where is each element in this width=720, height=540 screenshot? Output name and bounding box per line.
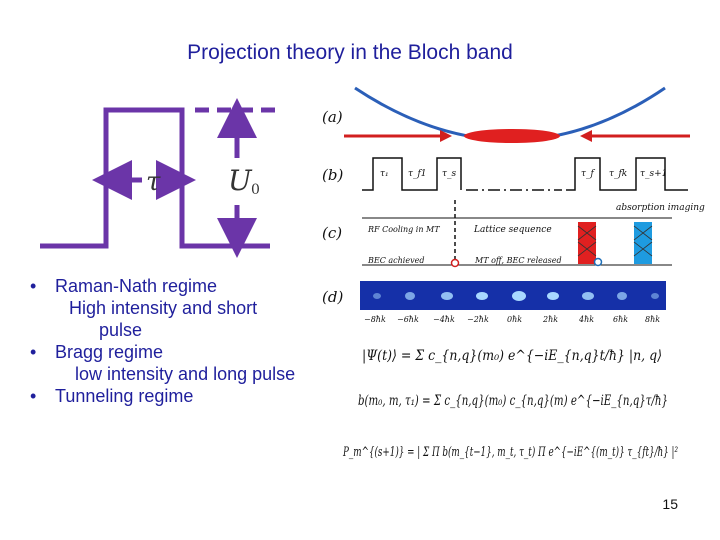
k-label-1: −8ħk xyxy=(364,315,386,324)
panel-a-label: (a) xyxy=(322,108,343,126)
bullet-tunneling: • Tunneling regime xyxy=(30,385,330,407)
equation-overlap: b(m₀, m, τ₁) = Σ c_{n,q}(m₀) c_{n,q}(m) … xyxy=(358,393,668,409)
stage-lattice: Lattice sequence xyxy=(473,225,552,235)
pulse-label-4: τ_f xyxy=(581,169,595,179)
bec-cloud xyxy=(464,129,560,143)
equation-probability: P_m^{(s+1)} = | Σ Π b(m_{t−1}, m_t, τ_t)… xyxy=(342,445,678,460)
momentum-peaks xyxy=(373,291,659,301)
panel-b-label: (b) xyxy=(322,166,343,184)
bullet-marker: • xyxy=(30,386,37,406)
panel-c: (c) RF Cooling in MT Lattice sequence BE… xyxy=(322,200,672,268)
bullet-label: Bragg regime xyxy=(55,342,164,362)
k-label-2: −6ħk xyxy=(397,315,419,324)
depth-label: U xyxy=(228,164,253,197)
imaging-block xyxy=(634,222,652,264)
bullet-label: Tunneling regime xyxy=(55,386,194,406)
bullet-marker: • xyxy=(30,342,37,362)
slide-title: Projection theory in the Bloch band xyxy=(187,41,513,64)
pulse-label-3: τ_s xyxy=(442,169,456,179)
k-label-3: −4ħk xyxy=(433,315,455,324)
pulse-sequence xyxy=(362,157,462,191)
bullet-label: Raman-Nath regime xyxy=(55,276,218,296)
panel-d-label: (d) xyxy=(322,288,343,306)
k-label-4: −2ħk xyxy=(467,315,489,324)
pulse-label-1: τ₁ xyxy=(380,169,389,179)
stage-cooling: RF Cooling in MT xyxy=(367,225,440,234)
k-label-5: 0ħk xyxy=(507,315,522,324)
depth-subscript: 0 xyxy=(251,182,260,198)
lattice-pulse-diagram: τ U 0 xyxy=(40,98,275,258)
event-bec: BEC achieved xyxy=(367,256,424,265)
bullet-sub: pulse xyxy=(99,320,143,340)
k-label-6: 2ħk xyxy=(542,315,558,324)
lattice-block xyxy=(578,222,596,264)
bullet-bragg: • Bragg regime low intensity and long pu… xyxy=(30,341,330,385)
pulse-label-2: τ_f1 xyxy=(408,169,427,179)
panel-b: (b) τ₁ τ_f1 τ_s τ_f τ_fk τ_s+1 absorptio… xyxy=(322,157,705,213)
k-label-9: 8ħk xyxy=(645,315,660,324)
bullet-sub: High intensity and short xyxy=(69,298,258,318)
k-label-8: 6ħk xyxy=(613,315,628,324)
panel-d: (d) −8ħk −6ħk −4ħk −2ħk 0ħk 2ħk 4ħk 6ħk … xyxy=(322,281,666,324)
equation-wavefunction: |Ψ(t)⟩ = Σ c_{n,q}(m₀) e^{−iE_{n,q}t/ħ} … xyxy=(362,348,662,364)
bullet-marker: • xyxy=(30,276,37,296)
bullet-sub: low intensity and long pulse xyxy=(75,364,296,384)
bullet-raman-nath: • Raman-Nath regime High intensity and s… xyxy=(30,275,330,341)
tau-label: τ xyxy=(146,167,161,197)
bullet-list: • Raman-Nath regime High intensity and s… xyxy=(30,275,330,407)
pulse-label-6: τ_s+1 xyxy=(640,169,667,179)
equations: |Ψ(t)⟩ = Σ c_{n,q}(m₀) e^{−iE_{n,q}t/ħ} … xyxy=(342,348,678,460)
panel-a: (a) xyxy=(322,86,690,143)
event-release: MT off, BEC released xyxy=(474,256,562,265)
pulse-label-5: τ_fk xyxy=(609,169,627,179)
absorption-label: absorption imaging xyxy=(616,203,705,213)
k-label-7: 4ħk xyxy=(578,315,594,324)
page-number: 15 xyxy=(662,496,678,512)
pulse-outline xyxy=(40,107,270,249)
panel-c-label: (c) xyxy=(322,224,342,242)
